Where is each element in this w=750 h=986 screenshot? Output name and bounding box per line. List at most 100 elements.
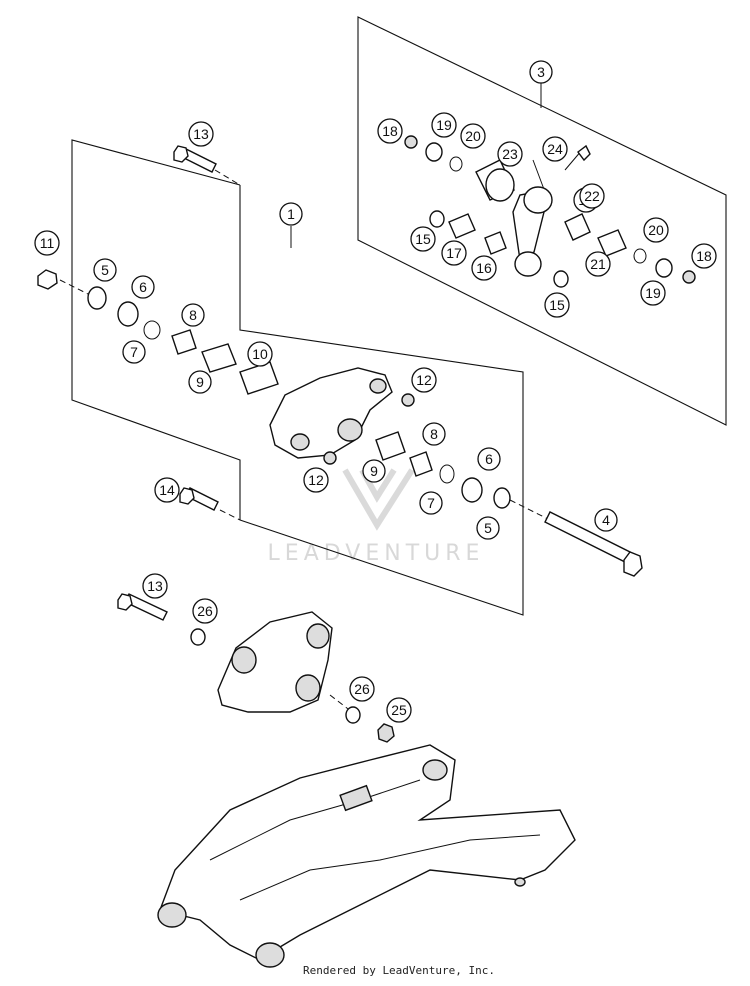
bushing-9-right bbox=[375, 431, 406, 461]
callout-8-upper: 8 bbox=[181, 303, 205, 327]
bushing-16-right bbox=[564, 213, 591, 241]
callout-3: 3 bbox=[529, 60, 553, 84]
callout-22: 22 bbox=[579, 183, 605, 209]
bolt-13-lower bbox=[124, 593, 168, 621]
callout-6-upper: 6 bbox=[131, 275, 155, 299]
bolt-4-head bbox=[623, 551, 643, 577]
seal-15-right bbox=[553, 270, 569, 288]
callout-19-right: 19 bbox=[640, 280, 666, 306]
callout-14: 14 bbox=[154, 477, 180, 503]
washer-20-right bbox=[633, 248, 647, 264]
callout-label: 13 bbox=[147, 578, 163, 594]
callout-5-lower: 5 bbox=[476, 516, 500, 540]
callout-label: 20 bbox=[648, 222, 664, 238]
ring-6-left bbox=[117, 301, 139, 327]
watermark-logo-icon bbox=[342, 468, 415, 531]
callout-25: 25 bbox=[386, 697, 412, 723]
bushing-16 bbox=[484, 231, 507, 255]
callouts: 1 3 4 5 5 6 6 7 7 8 8 9 9 10 11 12 12 13… bbox=[34, 60, 717, 723]
washer-7-right bbox=[439, 464, 455, 484]
washer-7-left bbox=[143, 320, 161, 340]
callout-4: 4 bbox=[594, 508, 618, 532]
callout-20-left: 20 bbox=[460, 123, 486, 149]
ring-19-right bbox=[655, 258, 673, 278]
grease-nipple-24 bbox=[577, 144, 591, 162]
callout-label: 26 bbox=[354, 681, 370, 697]
sleeve-8-left bbox=[171, 329, 197, 355]
bushing-10 bbox=[239, 361, 279, 395]
callout-label: 1 bbox=[287, 206, 295, 222]
watermark-text: LEADVENTURE bbox=[268, 541, 485, 566]
ring-26-left bbox=[190, 628, 206, 646]
ring-26-right bbox=[345, 706, 361, 724]
callout-15-right: 15 bbox=[544, 292, 570, 318]
callout-label: 7 bbox=[130, 344, 138, 360]
seal-5-right bbox=[493, 487, 511, 509]
callout-label: 8 bbox=[430, 426, 438, 442]
footer-credit: Rendered by LeadVenture, Inc. bbox=[303, 964, 495, 977]
callout-26-lower: 26 bbox=[349, 676, 375, 702]
watermark: LEADVENTURE bbox=[268, 468, 485, 566]
callout-7-lower: 7 bbox=[419, 491, 443, 515]
nut-25 bbox=[377, 723, 395, 743]
callout-12-upper: 12 bbox=[411, 367, 437, 393]
callout-13-lower: 13 bbox=[142, 573, 168, 599]
ring-19-left bbox=[425, 142, 443, 162]
callout-24: 24 bbox=[542, 136, 568, 162]
callout-label: 3 bbox=[537, 64, 545, 80]
bushing-17 bbox=[448, 213, 476, 239]
callout-16-left: 16 bbox=[471, 255, 497, 281]
washer-20-left bbox=[449, 156, 463, 172]
ring-6-right bbox=[461, 477, 483, 503]
callout-label: 23 bbox=[502, 146, 518, 162]
callout-5-upper: 5 bbox=[93, 258, 117, 282]
callout-label: 6 bbox=[139, 279, 147, 295]
callout-label: 15 bbox=[415, 231, 431, 247]
callout-label: 17 bbox=[446, 245, 462, 261]
callout-19-left: 19 bbox=[431, 112, 457, 138]
callout-label: 5 bbox=[484, 520, 492, 536]
bolt-13-lower-head bbox=[117, 593, 133, 611]
callout-18-right: 18 bbox=[691, 243, 717, 269]
callout-label: 25 bbox=[391, 702, 407, 718]
bolt-14-head bbox=[179, 487, 195, 505]
nut-12-upper bbox=[401, 393, 415, 407]
callout-17: 17 bbox=[441, 240, 467, 266]
callout-10: 10 bbox=[247, 341, 273, 367]
callout-label: 19 bbox=[645, 285, 661, 301]
callout-label: 7 bbox=[427, 495, 435, 511]
callout-20-right: 20 bbox=[643, 217, 669, 243]
callout-label: 18 bbox=[382, 123, 398, 139]
nut-11 bbox=[37, 269, 58, 290]
callout-9-lower: 9 bbox=[362, 459, 386, 483]
swingarm-body bbox=[159, 744, 576, 961]
bolt-13-upper-head bbox=[173, 145, 189, 163]
callout-label: 9 bbox=[196, 374, 204, 390]
callout-label: 4 bbox=[602, 512, 610, 528]
callout-1: 1 bbox=[279, 202, 303, 226]
callout-label: 13 bbox=[193, 126, 209, 142]
callout-label: 12 bbox=[308, 472, 324, 488]
callout-21: 21 bbox=[585, 251, 611, 277]
callout-label: 21 bbox=[590, 256, 606, 272]
pull-rod-group bbox=[404, 135, 696, 288]
assembly-box-1 bbox=[71, 139, 524, 616]
callout-label: 26 bbox=[197, 603, 213, 619]
callout-label: 22 bbox=[584, 188, 600, 204]
sleeve-8-right bbox=[409, 451, 433, 477]
callout-9-upper: 9 bbox=[188, 370, 212, 394]
bushing-21 bbox=[597, 229, 627, 257]
callout-label: 20 bbox=[465, 128, 481, 144]
callout-label: 24 bbox=[547, 141, 563, 157]
callout-6-lower: 6 bbox=[477, 447, 501, 471]
callout-label: 18 bbox=[696, 248, 712, 264]
callout-label: 5 bbox=[101, 262, 109, 278]
callout-label: 10 bbox=[252, 346, 268, 362]
callout-12-lower: 12 bbox=[303, 467, 329, 493]
nut-18-left bbox=[404, 135, 418, 149]
callout-23: 23 bbox=[497, 141, 523, 167]
nut-18-right bbox=[682, 270, 696, 284]
callout-15-left: 15 bbox=[410, 226, 436, 252]
callout-18-left: 18 bbox=[377, 118, 403, 144]
